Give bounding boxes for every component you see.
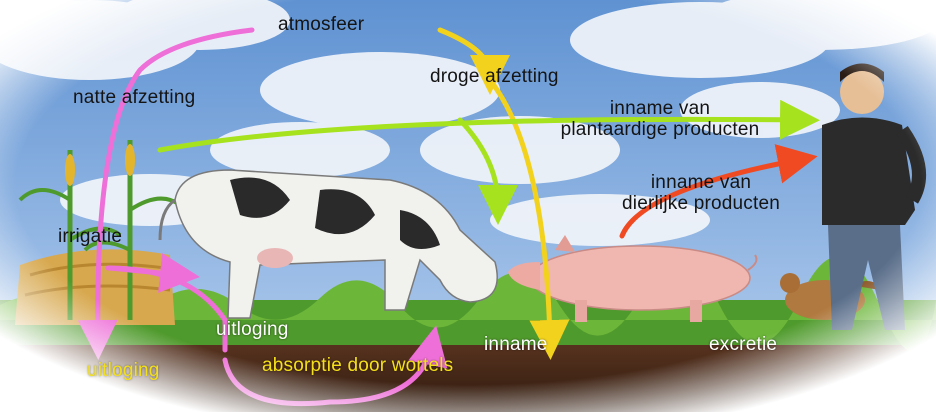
label-inname-dierlijk-line1: inname van — [596, 172, 806, 193]
label-inname-dierlijk: inname van dierlijke producten — [596, 172, 806, 214]
label-atmosfeer: atmosfeer — [278, 14, 364, 35]
label-droge-afzetting: droge afzetting — [430, 66, 559, 87]
label-irrigatie: irrigatie — [58, 226, 122, 247]
label-inname-dierlijk-line2: dierlijke producten — [596, 193, 806, 214]
label-uitloging-mid: uitloging — [216, 319, 289, 340]
label-inname-plantaardig-line1: inname van — [510, 98, 810, 119]
label-uitloging-bottom: uitloging — [87, 360, 160, 381]
label-inname-plantaardig-line2: plantaardige producten — [510, 119, 810, 140]
label-natte-afzetting: natte afzetting — [73, 87, 195, 108]
label-absorptie-door-wortels: absorptie door wortels — [262, 355, 453, 376]
label-excretie: excretie — [709, 334, 777, 355]
label-inname-plantaardig: inname van plantaardige producten — [510, 98, 810, 140]
label-inname: inname — [484, 334, 548, 355]
